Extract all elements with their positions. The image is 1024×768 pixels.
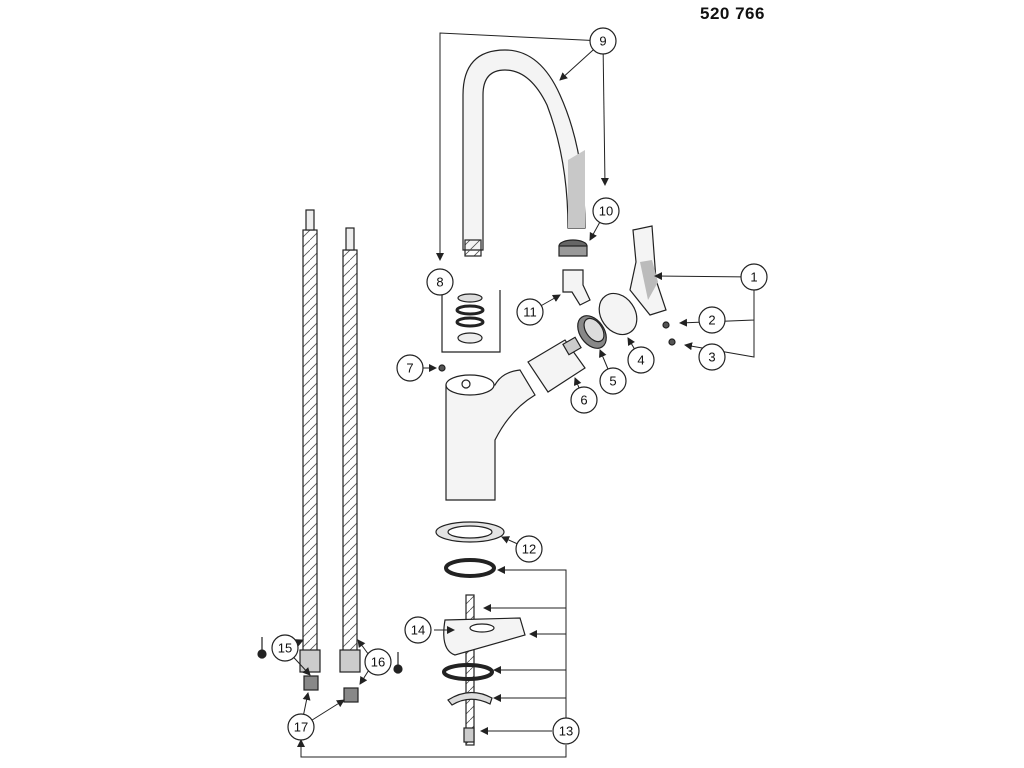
- spout-thread: [464, 239, 482, 257]
- callout-label: 12: [522, 542, 536, 557]
- screw-part-7: [438, 364, 446, 372]
- hose-hot: [342, 249, 358, 656]
- callout-6: 6: [570, 386, 598, 414]
- hose-cold: [302, 229, 318, 656]
- callout-label: 17: [294, 720, 308, 735]
- o-ring-lower: [442, 663, 494, 681]
- bracket-part-14: [443, 617, 526, 656]
- callout-12: 12: [515, 535, 543, 563]
- callout-10: 10: [592, 197, 620, 225]
- callout-label: 13: [559, 724, 573, 739]
- callout-7: 7: [396, 354, 424, 382]
- threaded-stud: [465, 594, 475, 746]
- callout-label: 2: [708, 313, 715, 328]
- callout-3: 3: [698, 343, 726, 371]
- callout-4: 4: [627, 346, 655, 374]
- callout-label: 10: [599, 204, 613, 219]
- callout-17: 17: [287, 713, 315, 741]
- clip-part-11: [562, 269, 591, 306]
- grub-screw-part-2: [662, 321, 670, 329]
- callout-label: 16: [371, 655, 385, 670]
- spout: [462, 49, 586, 251]
- callout-1: 1: [740, 263, 768, 291]
- hot-thermometer-icon: [393, 652, 403, 674]
- grub-screw-part-3: [668, 338, 676, 346]
- cap-part-4: [598, 292, 638, 336]
- callout-2: 2: [698, 306, 726, 334]
- callout-5: 5: [599, 367, 627, 395]
- callout-label: 14: [411, 623, 425, 638]
- callout-label: 11: [523, 305, 537, 320]
- callout-label: 5: [609, 374, 616, 389]
- cold-thermometer-icon: [257, 637, 267, 659]
- callout-label: 8: [436, 275, 443, 290]
- mixer-body: [445, 369, 536, 501]
- callout-label: 15: [278, 641, 292, 656]
- part-number: 520 766: [700, 4, 765, 23]
- fitting-hot-part-17: [343, 687, 359, 703]
- callout-16: 16: [364, 648, 392, 676]
- callout-13: 13: [552, 717, 580, 745]
- callout-14: 14: [404, 616, 432, 644]
- callout-15: 15: [271, 634, 299, 662]
- callout-label: 6: [580, 393, 587, 408]
- callout-label: 3: [708, 350, 715, 365]
- horseshoe-washer: [447, 691, 493, 706]
- callout-label: 4: [637, 353, 644, 368]
- callout-label: 7: [406, 361, 413, 376]
- callout-label: 1: [750, 270, 757, 285]
- callout-8: 8: [426, 268, 454, 296]
- callout-label: 9: [599, 34, 606, 49]
- fitting-cold-part-17: [303, 675, 319, 691]
- bracket-part-8: [441, 290, 501, 353]
- o-ring-part-12: [444, 558, 496, 578]
- callout-9: 9: [589, 27, 617, 55]
- callout-11: 11: [516, 298, 544, 326]
